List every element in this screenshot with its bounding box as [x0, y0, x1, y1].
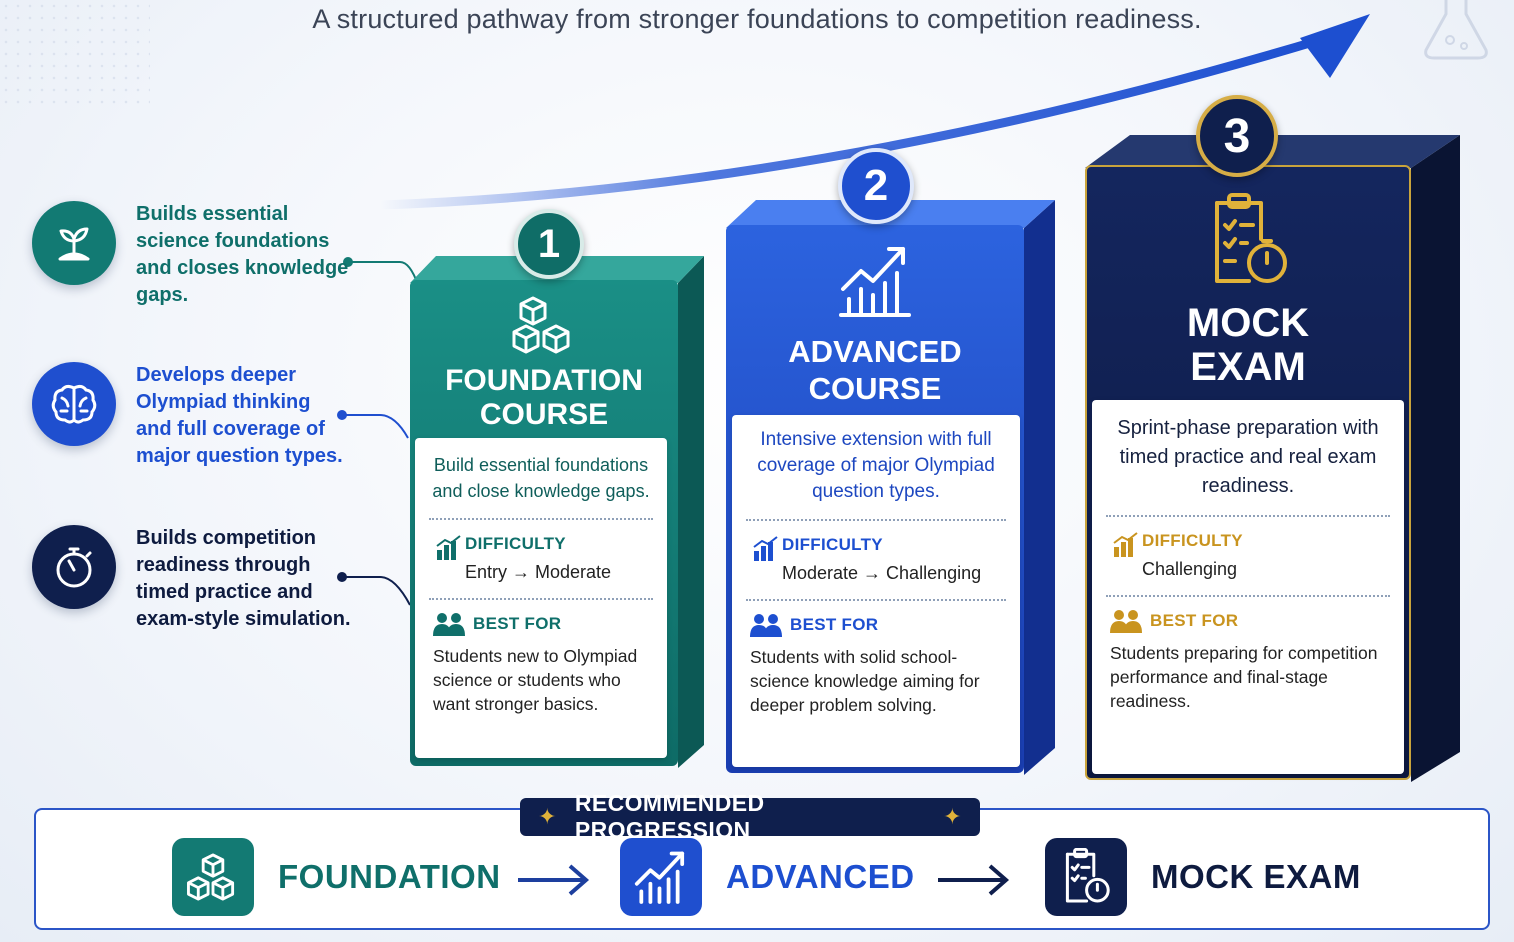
arrow-right-icon — [518, 864, 590, 896]
card-description: Intensive extension with full coverage o… — [757, 429, 995, 502]
stopwatch-icon — [32, 525, 116, 609]
difficulty-row: DIFFICULTY Moderate → Challenging — [732, 521, 1020, 585]
progression-step-label: ADVANCED — [726, 858, 915, 895]
best-for-text: Students preparing for competition perfo… — [1110, 643, 1378, 711]
people-icon — [1110, 610, 1142, 633]
cubes-icon — [172, 838, 254, 916]
benefit-text: Develops deeper Olympiad thinking and fu… — [136, 364, 343, 467]
benefit-olympiad-thinking: Develops deeper Olympiad thinking and fu… — [32, 362, 351, 470]
divider — [1106, 595, 1390, 597]
card-details: Intensive extension with full coverage o… — [732, 415, 1020, 767]
brain-icon — [32, 362, 116, 446]
divider — [1106, 515, 1390, 517]
difficulty-label: DIFFICULTY — [1142, 531, 1243, 550]
difficulty-value: Moderate → Challenging — [782, 563, 982, 583]
card-description: Build essential foundations and close kn… — [432, 455, 650, 501]
best-for-label: BEST FOR — [790, 615, 879, 634]
bar-chart-icon — [436, 535, 461, 560]
card-details: Build essential foundations and close kn… — [415, 438, 667, 758]
arrow-right-icon — [938, 864, 1010, 896]
best-for-label: BEST FOR — [1150, 611, 1239, 630]
best-for-section: BEST FOR Students new to Olympiad scienc… — [415, 600, 667, 716]
page-subtitle: A structured pathway from stronger found… — [312, 4, 1202, 34]
step-number-badge: 2 — [838, 148, 914, 224]
difficulty-row: DIFFICULTY Entry → Moderate — [415, 520, 667, 584]
benefit-foundations: Builds essential science foundations and… — [32, 201, 351, 309]
growth-chart-icon — [839, 247, 911, 317]
growth-arrow — [375, 35, 1325, 210]
difficulty-label: DIFFICULTY — [465, 534, 566, 553]
best-for-section: BEST FOR Students with solid school-scie… — [732, 601, 1020, 717]
progression-step-label: FOUNDATION — [278, 858, 501, 895]
progression-step-label: MOCK EXAM — [1151, 858, 1361, 895]
progression-step-advanced[interactable]: ADVANCED — [620, 838, 915, 916]
difficulty-row: DIFFICULTY Challenging — [1092, 517, 1404, 581]
sparkle-icon: ✦ — [943, 804, 962, 829]
flask-icon — [1424, 0, 1488, 60]
divider — [429, 598, 653, 600]
seedling-icon — [32, 201, 116, 285]
progression-title: ✦RECOMMENDED PROGRESSION✦ — [520, 790, 980, 843]
best-for-section: BEST FOR Students preparing for competit… — [1092, 597, 1404, 713]
benefit-competition-readiness: Builds competition readiness through tim… — [32, 525, 361, 633]
best-for-text: Students new to Olympiad science or stud… — [433, 646, 638, 714]
best-for-text: Students with solid school-science knowl… — [750, 647, 980, 715]
dot-pattern — [0, 0, 150, 110]
benefit-text: Builds competition readiness through tim… — [136, 527, 351, 630]
people-icon — [750, 614, 782, 637]
people-icon — [433, 613, 465, 636]
step-number-badge: 3 — [1196, 95, 1278, 177]
difficulty-value: Challenging — [1142, 559, 1238, 579]
divider — [746, 599, 1006, 601]
cubes-icon — [512, 296, 570, 354]
growth-arrow-head — [1300, 14, 1370, 78]
difficulty-value: Entry → Moderate — [465, 562, 612, 582]
step-number-badge: 1 — [514, 209, 584, 279]
growth-chart-icon — [620, 838, 702, 916]
clipboard-timer-icon — [1045, 838, 1127, 916]
progression-step-foundation[interactable]: FOUNDATION — [172, 838, 501, 916]
divider — [746, 519, 1006, 521]
bar-chart-icon — [753, 536, 778, 561]
bar-chart-icon — [1113, 532, 1138, 557]
clipboard-timer-icon — [1215, 193, 1287, 283]
sparkle-icon: ✦ — [538, 804, 557, 829]
difficulty-label: DIFFICULTY — [782, 535, 883, 554]
divider — [429, 518, 653, 520]
progression-step-mock-exam[interactable]: MOCK EXAM — [1045, 838, 1361, 916]
card-description: Sprint-phase preparation with timed prac… — [1117, 417, 1379, 497]
card-details: Sprint-phase preparation with timed prac… — [1092, 400, 1404, 774]
benefit-text: Builds essential science foundations and… — [136, 203, 349, 306]
best-for-label: BEST FOR — [473, 614, 562, 633]
